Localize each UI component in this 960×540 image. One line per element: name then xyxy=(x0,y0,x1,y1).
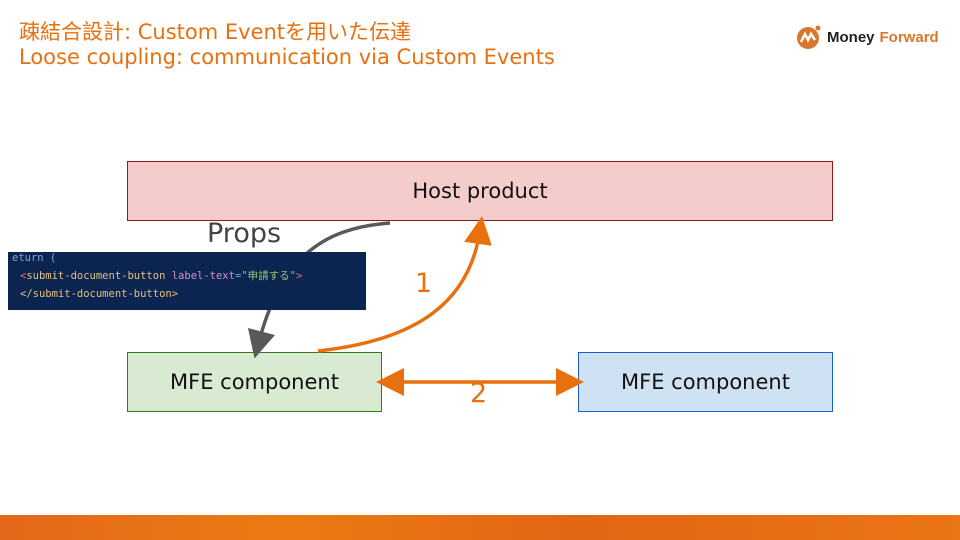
code-attr-name: label-text xyxy=(171,270,235,282)
code-close-bracket: > xyxy=(295,270,303,282)
mfe-component-right-box: MFE component xyxy=(578,352,833,412)
code-eq: = xyxy=(234,270,242,282)
props-label: Props xyxy=(207,218,282,249)
footer-orange-band xyxy=(0,515,960,540)
logo-text-forward: Forward xyxy=(879,28,939,46)
code-snippet: eturn ( <submit-document-button label-te… xyxy=(8,252,366,310)
arrow-1-label: 1 xyxy=(415,268,433,299)
code-line-1: <submit-document-button label-text="申請する… xyxy=(20,268,302,283)
arrow-2-label: 2 xyxy=(470,378,488,409)
code-open-bracket: < xyxy=(20,270,27,282)
code-line-2: </submit-document-button> xyxy=(20,288,179,300)
title-english: Loose coupling: communication via Custom… xyxy=(19,45,555,69)
logo-text-money: Money xyxy=(827,28,875,46)
code-line-0: eturn ( xyxy=(12,252,57,264)
money-forward-logo-icon xyxy=(797,25,821,49)
code-attr-value: "申請する" xyxy=(241,270,296,282)
title-japanese: 疎結合設計: Custom Eventを用いた伝達 xyxy=(19,20,412,44)
code-element-name: submit-document-button xyxy=(26,270,166,282)
event-arrow-1 xyxy=(317,216,492,353)
